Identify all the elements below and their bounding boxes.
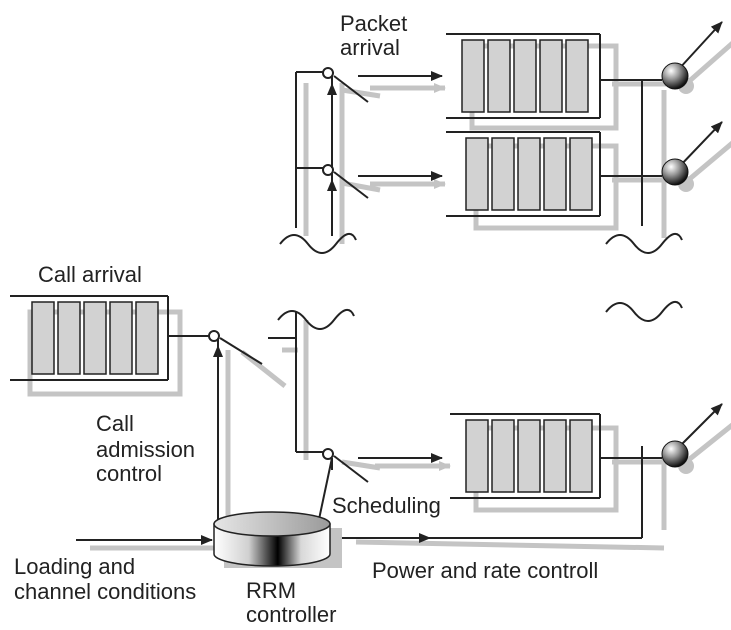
switch-pivot-3 [322,448,334,460]
transmitter-ball-3 [661,440,689,468]
power-rate-label: Power and rate controll [372,558,598,583]
packet-queue-3 [450,413,601,499]
switch-pivot-call [208,330,220,342]
call-arrival-label: Call arrival [38,262,142,287]
packet-queue-2 [446,131,601,217]
rrm-label-line2: controller [246,602,336,627]
call-queue [10,295,169,381]
call-admission-label-line1: Call [96,411,134,436]
rrm-label-line1: RRM [246,578,296,603]
packet-arrival-label-line2: arrival [340,35,400,60]
switch-pivot-1 [322,67,334,79]
break-symbols [277,233,683,330]
loading-label-line2: channel conditions [14,579,196,604]
switch-levers [333,75,369,483]
output-arrow-2 [677,121,723,169]
packet-arrival-label-line1: Packet [340,11,407,36]
rrm-controller-cylinder [213,511,342,568]
transmitter-ball-1 [661,62,689,90]
transmitter-ball-2 [661,158,689,186]
switch-pivot-2 [322,164,334,176]
packet-queue-1 [446,33,601,119]
call-admission-label-line3: control [96,461,162,486]
loading-label-line1: Loading and [14,554,135,579]
arrows [76,21,723,545]
scheduling-label: Scheduling [332,493,441,518]
output-arrow-1 [677,21,723,71]
output-arrow-3 [677,403,723,449]
call-admission-label-line2: admission [96,437,195,462]
